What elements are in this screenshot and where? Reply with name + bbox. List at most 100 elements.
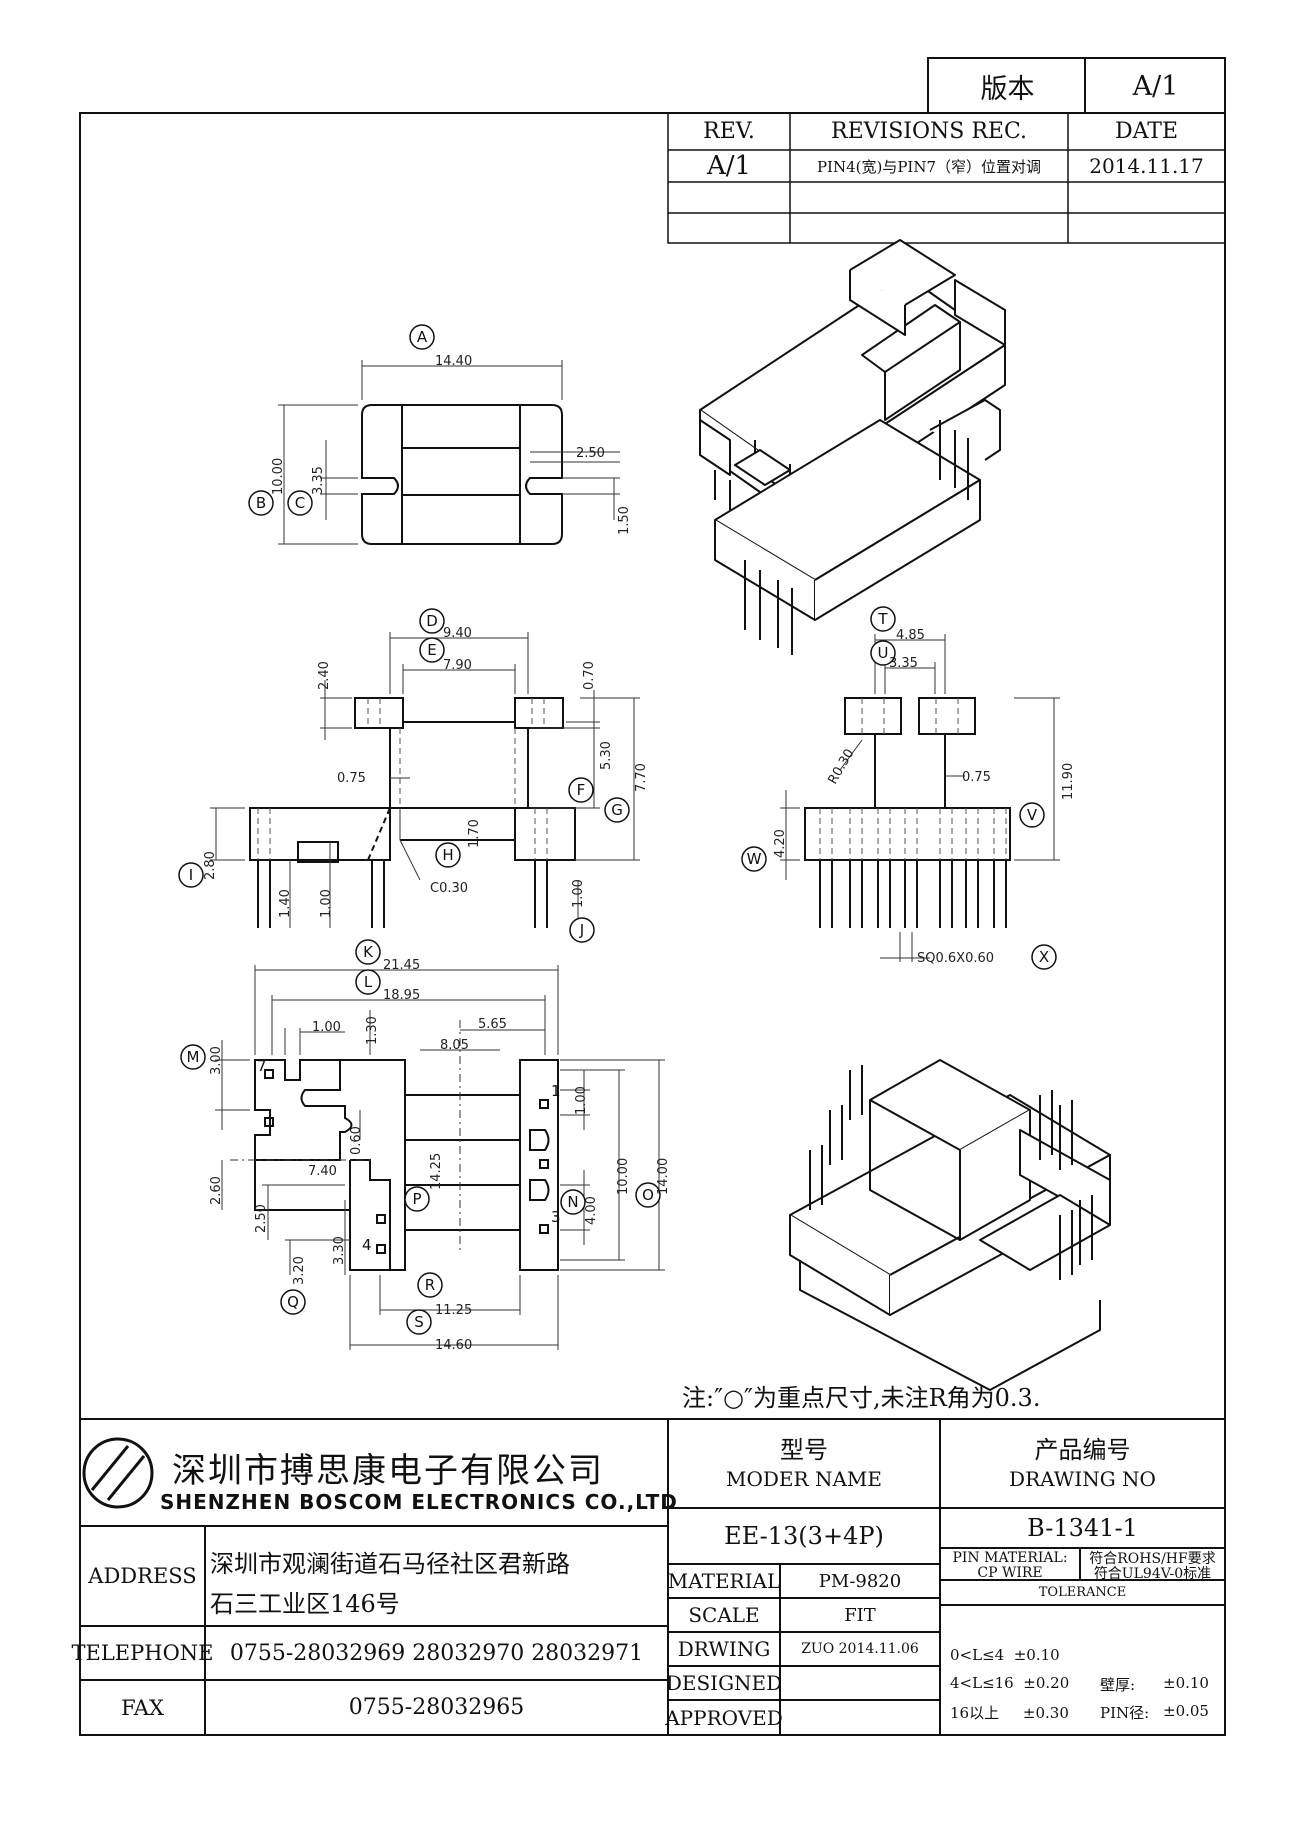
- wall-thickness-value: ±0.10: [1163, 1674, 1209, 1692]
- callout-l: L: [364, 973, 373, 991]
- telephone-label: TELEPHONE: [71, 1641, 214, 1665]
- dim-text: 4.20: [773, 829, 788, 858]
- callout-n: N: [567, 1193, 578, 1211]
- drawing-no-label-cn: 产品编号: [1034, 1435, 1131, 1464]
- side-view-hidden: [819, 698, 1007, 860]
- revision-rec: PIN4(宽)与PIN7（窄）位置对调: [816, 157, 1042, 176]
- company-logo: [82, 1437, 154, 1509]
- address-line-1: 深圳市观澜街道石马径社区君新路: [210, 1550, 570, 1578]
- pin-diameter-value: ±0.05: [1163, 1702, 1209, 1720]
- drwing-value: ZUO 2014.11.06: [801, 1641, 919, 1657]
- callout-g: G: [611, 801, 623, 819]
- pin-material-label: PIN MATERIAL:: [952, 1550, 1068, 1566]
- dim-text: 1.70: [467, 819, 482, 848]
- dim-text: 9.40: [443, 626, 472, 641]
- callout-q: Q: [287, 1293, 299, 1311]
- callout-e: E: [427, 641, 436, 659]
- rev-header: REV.: [703, 119, 755, 144]
- callout-h: H: [442, 846, 453, 864]
- callout-a: A: [417, 328, 428, 346]
- top-view: [361, 404, 563, 545]
- dim-text: 10.00: [616, 1158, 631, 1195]
- pin-label: 3: [551, 1208, 561, 1226]
- dim-text: 0.75: [962, 770, 991, 785]
- tolerance-row: 0<L≤4 ±0.10: [950, 1646, 1060, 1664]
- front-view: [249, 697, 576, 928]
- dim-text: 3.35: [889, 656, 918, 671]
- callout-d: D: [426, 612, 438, 630]
- revisions-rec-header: REVISIONS REC.: [831, 119, 1027, 144]
- isometric-view-bottom: [789, 1059, 1111, 1391]
- callout-m: M: [187, 1048, 200, 1066]
- callout-v: V: [1027, 806, 1038, 824]
- dim-text: 3.30: [332, 1236, 347, 1265]
- isometric-view-top: [699, 239, 1006, 655]
- revision-rev: A/1: [706, 151, 752, 181]
- callout-t: T: [877, 610, 888, 628]
- pin-label: 7: [257, 1057, 267, 1075]
- dim-text: 7.90: [443, 658, 472, 673]
- date-header: DATE: [1114, 119, 1179, 144]
- callout-f: F: [577, 781, 586, 799]
- dim-text: 8.05: [440, 1038, 469, 1053]
- dim-text: 11.25: [435, 1303, 472, 1318]
- callout-r: R: [425, 1276, 435, 1294]
- dim-text: 14.00: [656, 1158, 671, 1195]
- scale-label: SCALE: [688, 1603, 760, 1627]
- dim-text: 3.20: [292, 1256, 307, 1285]
- top-view-dims: [278, 360, 620, 545]
- dim-text: 2.40: [317, 661, 332, 690]
- pin-diameter-label: PIN径:: [1100, 1704, 1150, 1722]
- dim-text: C0.30: [430, 881, 468, 896]
- callout-u: U: [878, 644, 889, 662]
- dim-text: 1.00: [319, 889, 334, 918]
- dim-text: 1.30: [365, 1016, 380, 1045]
- title-block: [80, 1418, 1225, 1735]
- dim-text: 0.70: [582, 661, 597, 690]
- dim-text: 11.90: [1061, 763, 1076, 800]
- telephone-value: 0755-28032969 28032970 28032971: [229, 1640, 644, 1666]
- dim-text: 1.50: [617, 506, 632, 535]
- cp-wire-value: 符合UL94V-0标准: [1093, 1565, 1212, 1582]
- version-label: 版本: [980, 73, 1035, 105]
- tolerance-row: 16以上 ±0.30: [950, 1704, 1069, 1722]
- dim-text: 18.95: [383, 988, 420, 1003]
- dim-text: SQ0.6X0.60: [917, 951, 994, 966]
- model-label-cn: 型号: [780, 1435, 828, 1464]
- drawing-no-value: B-1341-1: [1027, 1514, 1138, 1542]
- callout-i: I: [189, 866, 193, 884]
- version-value: A/1: [1132, 70, 1179, 102]
- address-line-2: 石三工业区146号: [210, 1590, 400, 1618]
- drawing-no-label-en: DRAWING NO: [1009, 1467, 1156, 1491]
- pin-label: 1: [551, 1082, 561, 1100]
- material-value: PM-9820: [818, 1570, 902, 1592]
- dim-text: 10.00: [271, 458, 286, 495]
- dim-text: 14.60: [435, 1338, 472, 1353]
- callout-w: W: [747, 850, 762, 868]
- dim-text: 14.40: [435, 354, 472, 369]
- side-view: [804, 697, 1011, 928]
- dim-text: 4.00: [584, 1196, 599, 1225]
- cp-wire-label: CP WIRE: [977, 1565, 1043, 1581]
- tolerance-label: TOLERANCE: [1038, 1585, 1127, 1600]
- address-label: ADDRESS: [88, 1564, 197, 1588]
- dim-text: 2.50: [576, 446, 605, 461]
- pin-material-value: 符合ROHS/HF要求: [1089, 1550, 1216, 1567]
- revision-date: 2014.11.17: [1089, 154, 1204, 178]
- dim-text: 0.75: [337, 771, 366, 786]
- dim-text: 7.70: [634, 763, 649, 792]
- dim-text: 1.00: [312, 1020, 341, 1035]
- dim-text: 14.25: [429, 1153, 444, 1190]
- callout-x: X: [1039, 948, 1049, 966]
- dim-text: 7.40: [308, 1164, 337, 1179]
- material-label: MATERIAL: [667, 1569, 781, 1593]
- model-label-en: MODER NAME: [726, 1467, 882, 1491]
- wall-thickness-label: 壁厚:: [1100, 1676, 1136, 1694]
- callout-j: J: [579, 921, 584, 939]
- dim-text: 3.00: [209, 1046, 224, 1075]
- dim-text: 1.00: [574, 1086, 589, 1115]
- fax-value: 0755-28032965: [348, 1695, 525, 1720]
- drawing-frame: [79, 112, 1226, 1736]
